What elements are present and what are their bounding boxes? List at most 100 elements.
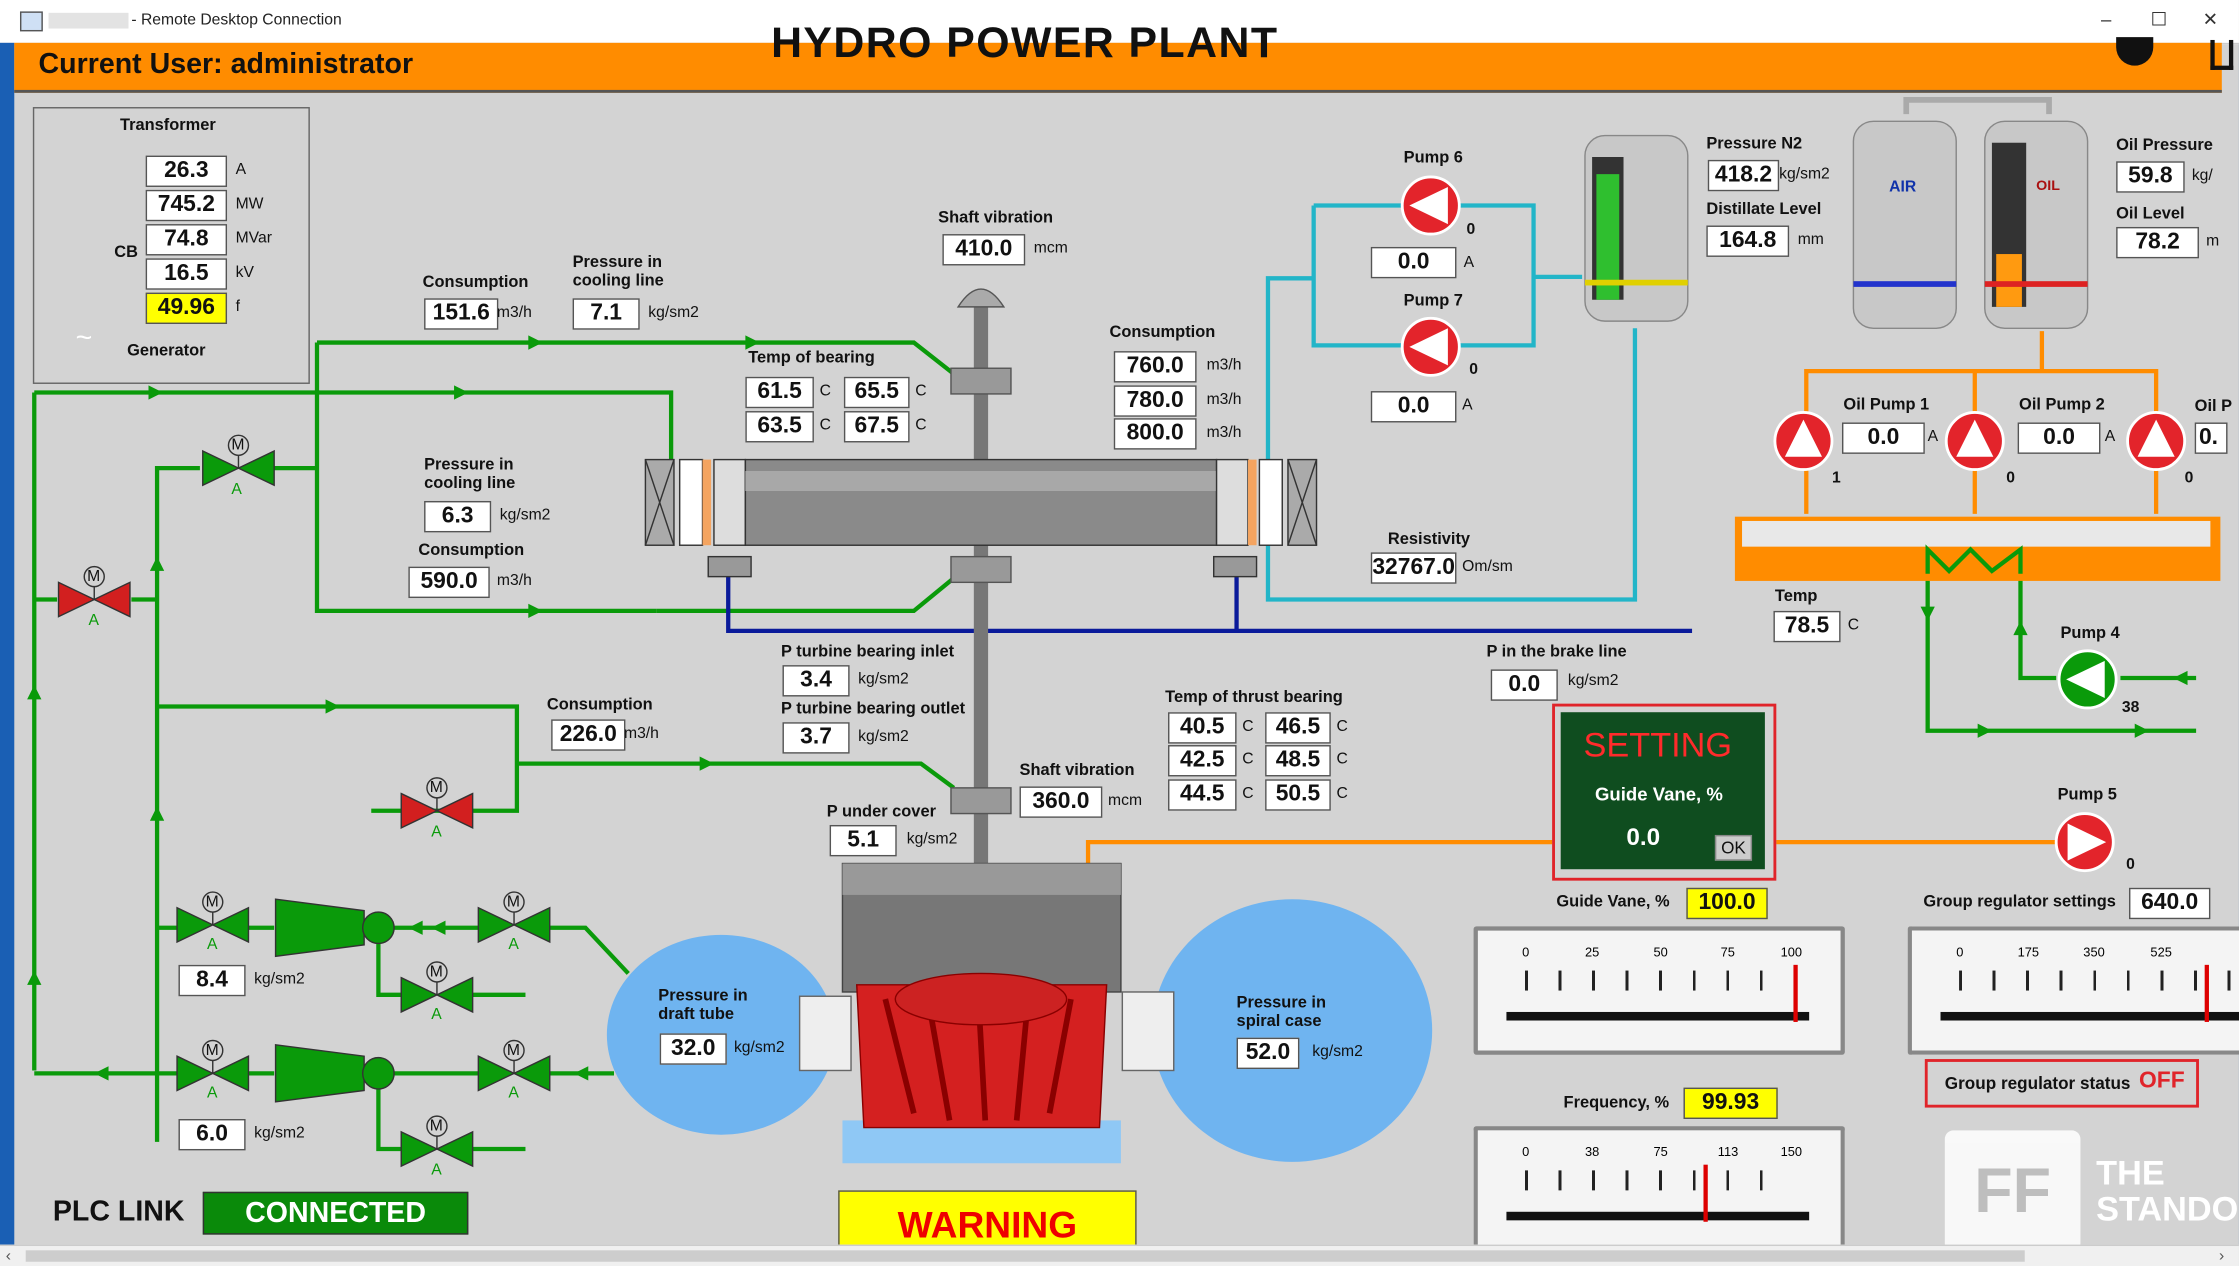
valve-m-label: M <box>429 779 443 797</box>
bearing-consumption-2: 780.0 <box>1113 385 1197 417</box>
redacted-hostname <box>48 12 129 29</box>
distillate-label: Distillate Level <box>1706 201 1822 219</box>
valve-a-label: A <box>431 1161 442 1179</box>
group-regulator-gauge: 0 175 350 525 <box>1907 926 2239 1055</box>
oil-pump2-unit: A <box>2104 428 2116 446</box>
unit-c: C <box>1336 750 1348 768</box>
draft-tube-label: Pressure in draft tube <box>658 987 748 1024</box>
pressure-cooling-unit: kg/sm2 <box>648 304 699 322</box>
group-regulator-label: Group regulator settings <box>1923 893 2116 911</box>
bearing-temp-2: 65.5 <box>843 376 910 409</box>
consumption-value: 151.6 <box>424 298 499 330</box>
scroll-thumb[interactable] <box>25 1250 2025 1262</box>
unit-kv: kV <box>235 264 254 282</box>
valve-m-label: M <box>87 568 101 586</box>
thrust-temp-6: 50.5 <box>1265 779 1331 811</box>
valve-a-label: A <box>431 823 442 841</box>
thrust-temp-1: 40.5 <box>1168 712 1237 744</box>
gauge-tick-label: 75 <box>1720 944 1735 960</box>
inlet-unit: kg/sm2 <box>858 670 909 688</box>
brand-logo-icon: FF <box>1944 1130 2081 1252</box>
oil-tank-label: OIL <box>2036 178 2060 195</box>
generator-symbol-icon: ~ <box>75 322 93 354</box>
spiral-case-unit: kg/sm2 <box>1312 1043 1363 1061</box>
unit-m3h: m3/h <box>1206 423 1242 442</box>
brand-line2: STANDO <box>2096 1190 2239 1229</box>
gauge-ticks <box>1524 1170 1794 1191</box>
valves <box>57 434 551 1168</box>
pressure-cooling2-value: 6.3 <box>424 500 492 533</box>
valve-a-label: A <box>207 936 218 954</box>
spiral-case-label: Pressure in spiral case <box>1236 994 1327 1031</box>
frequency-value: 99.93 <box>1683 1087 1778 1120</box>
horizontal-scrollbar[interactable]: ‹ › <box>0 1244 2239 1266</box>
bearing-consumption-3: 800.0 <box>1113 418 1197 450</box>
gauge-tick-label: 0 <box>1522 944 1530 960</box>
logout-icon[interactable] <box>2210 39 2234 70</box>
pump7-current: 0.0 <box>1370 391 1457 423</box>
pump7-label: Pump 7 <box>1403 292 1463 310</box>
header-bar: Current User: administrator HYDRO POWER … <box>14 20 2234 93</box>
setting-value[interactable]: 0.0 <box>1626 823 1661 851</box>
group-regulator-status: Group regulator status OFF <box>1924 1059 2199 1108</box>
gauge-tick-label: 0 <box>1522 1144 1530 1159</box>
gauge-bar <box>1506 1011 1810 1021</box>
shaft-vibration-unit: mcm <box>1033 239 1068 257</box>
pump6-label: Pump 6 <box>1403 149 1463 167</box>
transformer-title: Transformer <box>119 117 216 135</box>
valve-a-label: A <box>508 936 519 954</box>
pump6-count: 0 <box>1466 221 1476 239</box>
gauge-bar <box>1940 1011 2239 1021</box>
plant-title: HYDRO POWER PLANT <box>771 19 1279 68</box>
oil-pump2-label: Oil Pump 2 <box>2019 396 2105 414</box>
pressure-cooling2-label: Pressure in cooling line <box>424 456 516 493</box>
setting-panel-body: SETTING Guide Vane, % 0.0 OK <box>1560 712 1765 870</box>
gauge-tick-label: 113 <box>1717 1144 1739 1159</box>
left-window-edge <box>0 42 15 1266</box>
inlet-label: P turbine bearing inlet <box>781 643 955 661</box>
gauge-tick-label: 100 <box>1780 944 1803 960</box>
oil-pump3-label: Oil P <box>2194 398 2233 416</box>
resistivity-value: 32767.0 <box>1370 552 1457 584</box>
group-regulator-status-label: Group regulator status <box>1944 1073 2131 1094</box>
user-icon[interactable] <box>2116 37 2154 66</box>
unit-c: C <box>1242 717 1254 736</box>
unit-c: C <box>1336 785 1348 803</box>
warning-indicator[interactable]: WARNING <box>838 1190 1137 1254</box>
shaft-vibration2-value: 360.0 <box>1019 786 1103 818</box>
scroll-left-icon[interactable]: ‹ <box>5 1247 11 1265</box>
transformer-frequency: 49.96 <box>145 292 228 324</box>
unit-m3h: m3/h <box>1206 391 1242 409</box>
pump5-label: Pump 5 <box>2057 786 2117 804</box>
scroll-right-icon[interactable]: › <box>2218 1247 2225 1265</box>
oil-temp-label: Temp <box>1774 588 1818 606</box>
valve-m-label: M <box>506 1041 521 1060</box>
oil-pump1-label: Oil Pump 1 <box>1843 396 1930 414</box>
minimize-button[interactable]: – <box>2100 8 2112 30</box>
guide-vane-needle <box>1793 964 1798 1022</box>
oil-pressure-label: Oil Pressure <box>2116 137 2213 155</box>
setting-ok-button[interactable]: OK <box>1714 834 1753 861</box>
unit-c: C <box>1242 785 1254 803</box>
maximize-button[interactable]: ☐ <box>2150 8 2168 30</box>
oil-pressure-unit: kg/ <box>2191 166 2213 185</box>
gauge-tick-label: 525 <box>2150 944 2172 960</box>
unit-mw: MW <box>235 195 264 213</box>
pump4-count: 38 <box>2121 699 2140 717</box>
resistivity-unit: Om/sm <box>1462 558 1513 576</box>
unit-m3h: m3/h <box>1206 356 1242 374</box>
oil-pump2-value: 0.0 <box>2017 422 2101 454</box>
oil-temp-unit: C <box>1847 616 1860 634</box>
oil-pump3-count: 0 <box>2184 469 2194 487</box>
under-cover-value: 5.1 <box>829 824 897 857</box>
pressure-cooling-label: Pressure in cooling line <box>572 254 664 290</box>
draft-tube-value: 32.0 <box>659 1033 727 1065</box>
close-button[interactable]: ✕ <box>2202 8 2219 30</box>
consumption3-label: Consumption <box>546 696 653 714</box>
thrust-temp-3: 42.5 <box>1168 745 1237 777</box>
gauge-tick-label: 25 <box>1584 944 1600 960</box>
valve-m-label: M <box>429 963 443 981</box>
oil-level-label: Oil Level <box>2116 205 2185 223</box>
oil-level-unit: m <box>2206 232 2220 250</box>
unit-f: f <box>235 298 240 316</box>
